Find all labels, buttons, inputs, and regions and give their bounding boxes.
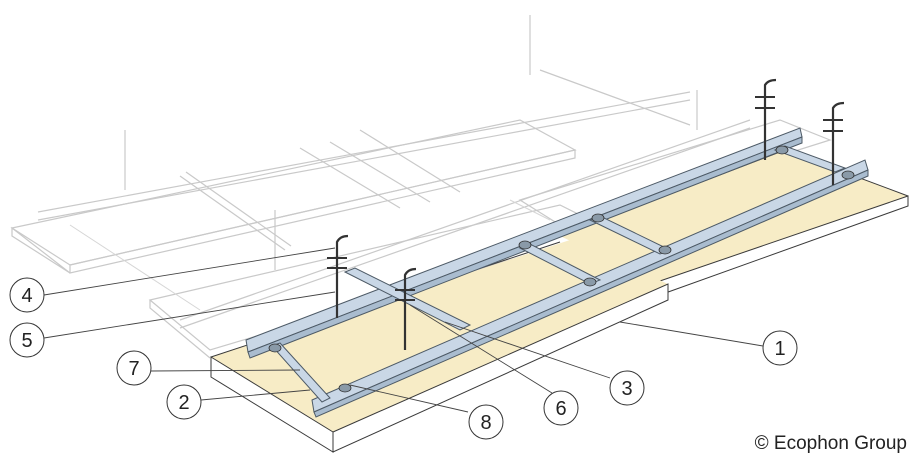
svg-text:4: 4 (21, 285, 32, 307)
callout-1: 1 (762, 330, 798, 366)
svg-text:1: 1 (774, 338, 785, 360)
callout-4: 4 (9, 277, 45, 313)
svg-text:3: 3 (621, 378, 632, 400)
svg-text:6: 6 (555, 398, 566, 420)
callout-5: 5 (9, 322, 45, 358)
hangers (327, 78, 845, 350)
callout-2: 2 (166, 384, 202, 420)
ceiling-panel-front (210, 240, 669, 453)
svg-text:5: 5 (21, 330, 32, 352)
svg-text:8: 8 (480, 412, 491, 434)
copyright-text: © Ecophon Group (754, 433, 907, 454)
clips (268, 145, 855, 393)
svg-text:7: 7 (128, 358, 139, 380)
ghost-ceiling-grid (10, 15, 832, 359)
callout-7: 7 (116, 350, 152, 386)
callout-6: 6 (543, 390, 579, 426)
callout-3: 3 (609, 370, 645, 406)
leader-lines (43, 247, 764, 413)
svg-text:2: 2 (178, 392, 189, 414)
callout-8: 8 (468, 404, 504, 440)
